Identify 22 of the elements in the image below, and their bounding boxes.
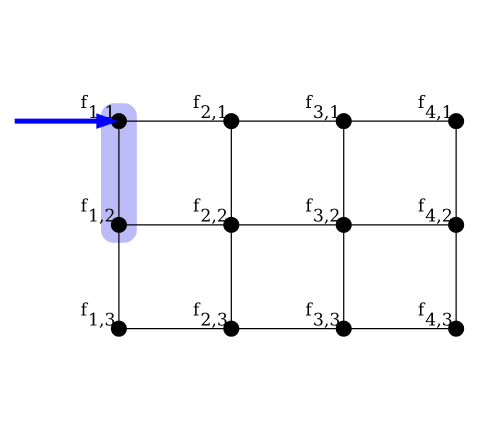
node-circle <box>448 113 464 130</box>
connector <box>238 120 336 122</box>
connector <box>238 328 336 330</box>
node-circle <box>336 113 352 130</box>
connector <box>351 224 448 226</box>
connector <box>351 120 448 122</box>
node-circle <box>110 113 127 130</box>
connector <box>343 129 344 218</box>
arrow <box>14 113 119 129</box>
connector <box>118 129 120 218</box>
connector <box>126 224 224 226</box>
connector <box>238 224 336 226</box>
connector <box>118 232 120 322</box>
connector <box>456 129 457 218</box>
connector <box>230 129 232 218</box>
connector <box>456 232 457 322</box>
node-circle <box>223 113 240 130</box>
connector <box>126 120 224 122</box>
connector <box>230 232 232 322</box>
connector <box>351 328 448 330</box>
connector <box>126 328 224 330</box>
connector <box>343 232 344 322</box>
